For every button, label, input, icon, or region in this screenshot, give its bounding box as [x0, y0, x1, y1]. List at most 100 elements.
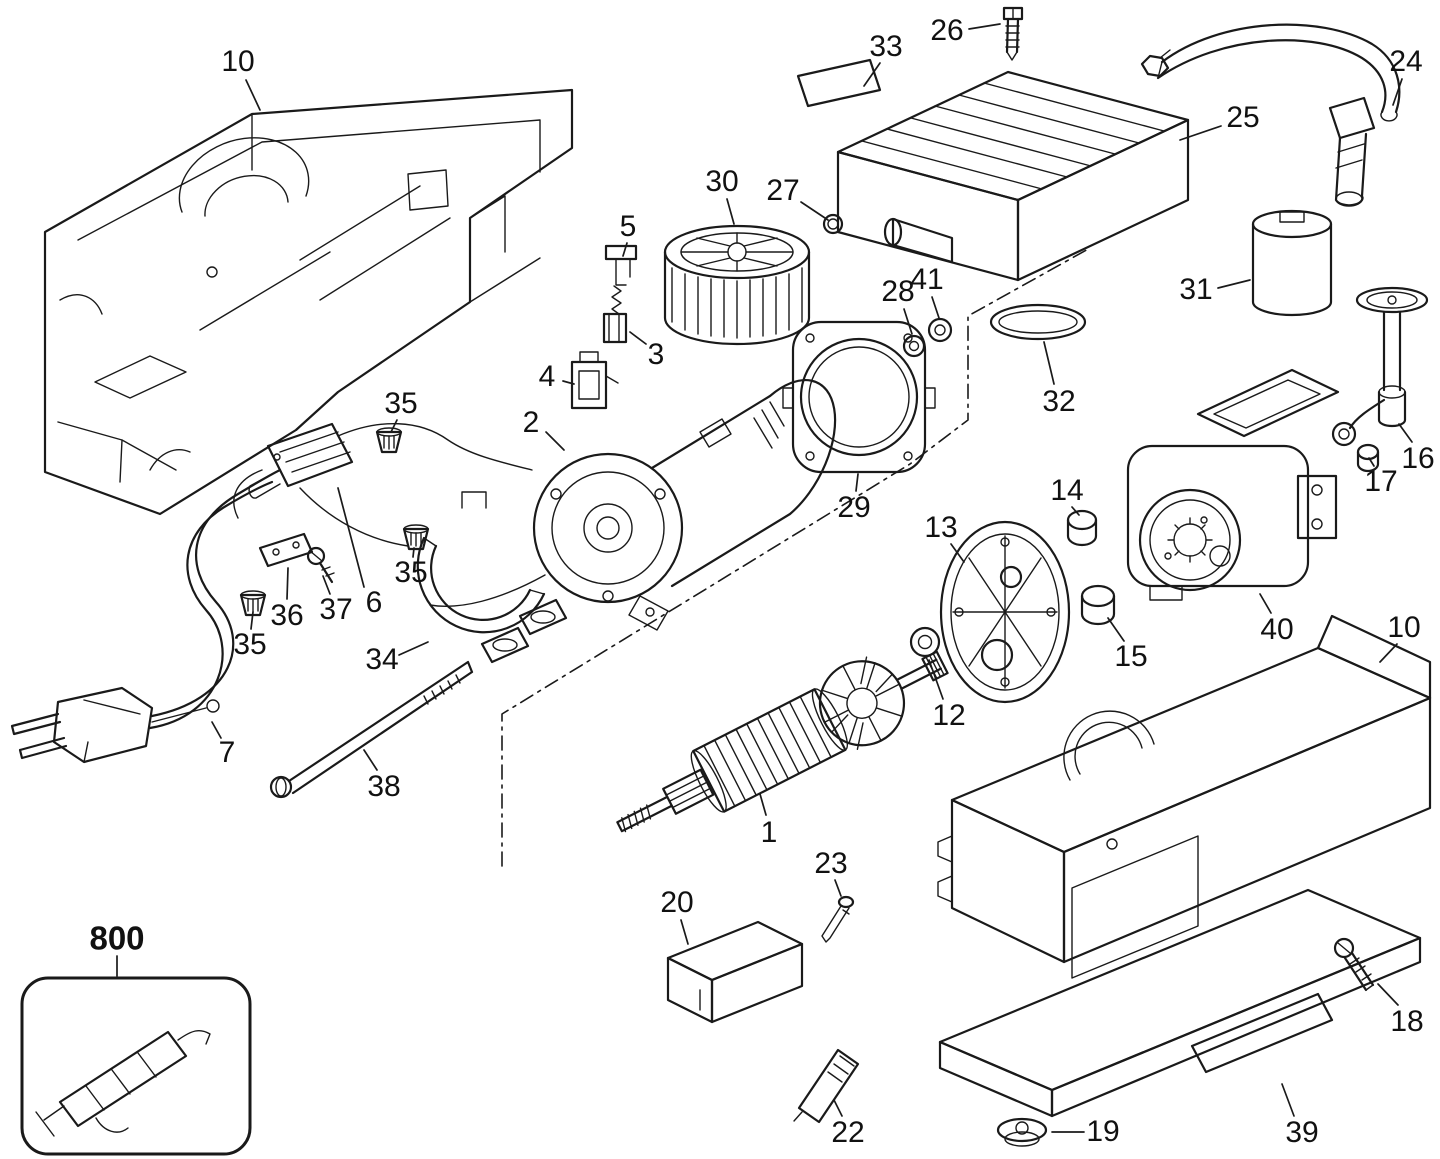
callout-40-leader	[1259, 593, 1272, 614]
callout-6: 6	[365, 586, 383, 619]
grommet-35-c-drawing	[239, 590, 267, 617]
callout-34-leader	[398, 641, 429, 656]
callout-25: 25	[1226, 101, 1260, 134]
callout-10-upper-leader	[245, 79, 261, 111]
phantom-axis-lines	[501, 247, 1091, 867]
callout-35-b-leader	[412, 547, 415, 558]
hose-drawing	[1156, 23, 1401, 207]
screw-18-drawing	[1333, 937, 1375, 992]
callout-35-a: 35	[384, 387, 418, 420]
callout-26: 26	[930, 14, 964, 47]
wire-harness-drawing	[233, 422, 533, 547]
callout-4: 4	[538, 360, 556, 393]
callout-32: 32	[1042, 385, 1076, 418]
callout-28: 28	[881, 275, 915, 308]
callout-34: 34	[365, 643, 399, 676]
callout-12-leader	[928, 659, 944, 700]
callout-27: 27	[766, 174, 800, 207]
filter-cap-drawing	[1251, 209, 1333, 317]
brush-holder-drawing	[570, 351, 619, 410]
callout-16: 16	[1401, 442, 1435, 475]
callout-14: 14	[1050, 474, 1084, 507]
field-bracket-drawing	[416, 491, 568, 664]
washer-41-drawing	[927, 317, 953, 343]
callout-1-leader	[759, 793, 767, 816]
callout-35-c-leader	[250, 611, 254, 630]
switch-drawing	[266, 422, 354, 488]
heater-guard-drawing	[822, 49, 1190, 282]
callout-38-leader	[363, 749, 378, 771]
callout-22: 22	[831, 1116, 865, 1149]
callout-20-leader	[680, 919, 689, 945]
gear-cover-drawing	[939, 520, 1071, 704]
callout-4-leader	[562, 380, 575, 385]
spacer-15-drawing	[1080, 584, 1116, 626]
callout-23: 23	[814, 847, 848, 880]
callout-6-leader	[337, 487, 365, 588]
long-screw-drawing	[269, 660, 474, 799]
callout-41: 41	[910, 263, 944, 296]
callout-33-leader	[863, 62, 881, 87]
callout-39-leader	[1281, 1083, 1295, 1117]
leader-lines	[116, 23, 1413, 1133]
callout-32-leader	[1043, 341, 1055, 385]
callout-12: 12	[932, 699, 966, 732]
armature-drawing	[616, 650, 949, 833]
power-cord-drawing	[10, 468, 282, 764]
left-housing-drawing	[43, 88, 574, 516]
sticker-33-drawing	[796, 58, 882, 108]
block-20-drawing	[666, 920, 804, 1024]
callout-40: 40	[1260, 613, 1294, 646]
callout-25-leader	[1179, 125, 1222, 141]
callout-37: 37	[319, 593, 353, 626]
bushing-17-drawing	[1356, 443, 1380, 473]
callout-18: 18	[1390, 1005, 1424, 1038]
callout-31-leader	[1217, 279, 1251, 289]
callout-19: 19	[1086, 1115, 1120, 1148]
gearcase-drawing	[1126, 368, 1340, 601]
oring-32-drawing	[989, 303, 1087, 341]
screw-26-drawing	[1002, 6, 1024, 61]
callout-15: 15	[1114, 640, 1148, 673]
callout-17: 17	[1364, 465, 1398, 498]
nozzle-22-drawing	[793, 1048, 860, 1124]
callout-41-leader	[931, 296, 940, 319]
callout-30-leader	[726, 198, 735, 225]
callout-33: 33	[869, 30, 903, 63]
pin-23-drawing	[821, 895, 855, 943]
callout-10-upper: 10	[221, 45, 255, 78]
spacer-14-drawing	[1066, 509, 1098, 547]
callout-37-leader	[322, 575, 331, 595]
callout-10-lower-leader	[1379, 643, 1398, 663]
callout-27-leader	[800, 201, 829, 221]
callout-7: 7	[218, 736, 236, 769]
callout-30: 30	[705, 165, 739, 198]
callout-36: 36	[270, 599, 304, 632]
callout-23-leader	[834, 879, 842, 897]
callout-15-leader	[1107, 617, 1125, 642]
bearing-12-drawing	[909, 626, 941, 658]
callout-28-leader	[903, 308, 913, 335]
screw-37-drawing	[306, 546, 335, 584]
fan-drawing	[663, 224, 811, 346]
callout-2: 2	[522, 406, 540, 439]
callout-14-leader	[1071, 506, 1080, 516]
callout-3-leader	[629, 331, 647, 345]
inset-800-drawing	[20, 976, 252, 1156]
callout-35-c: 35	[233, 628, 267, 661]
carbon-brush-drawing	[602, 285, 628, 344]
callout-17-leader	[1368, 457, 1375, 467]
callout-26-leader	[968, 23, 1001, 30]
callout-2-leader	[545, 431, 565, 451]
callout-10-lower: 10	[1387, 611, 1421, 644]
foot-19-drawing	[996, 1117, 1048, 1147]
callout-16-leader	[1398, 423, 1413, 443]
callout-20: 20	[660, 886, 694, 919]
callout-35-b: 35	[394, 556, 428, 589]
callout-13: 13	[924, 511, 958, 544]
callout-5-leader	[622, 242, 628, 257]
callout-800: 800	[89, 919, 145, 957]
